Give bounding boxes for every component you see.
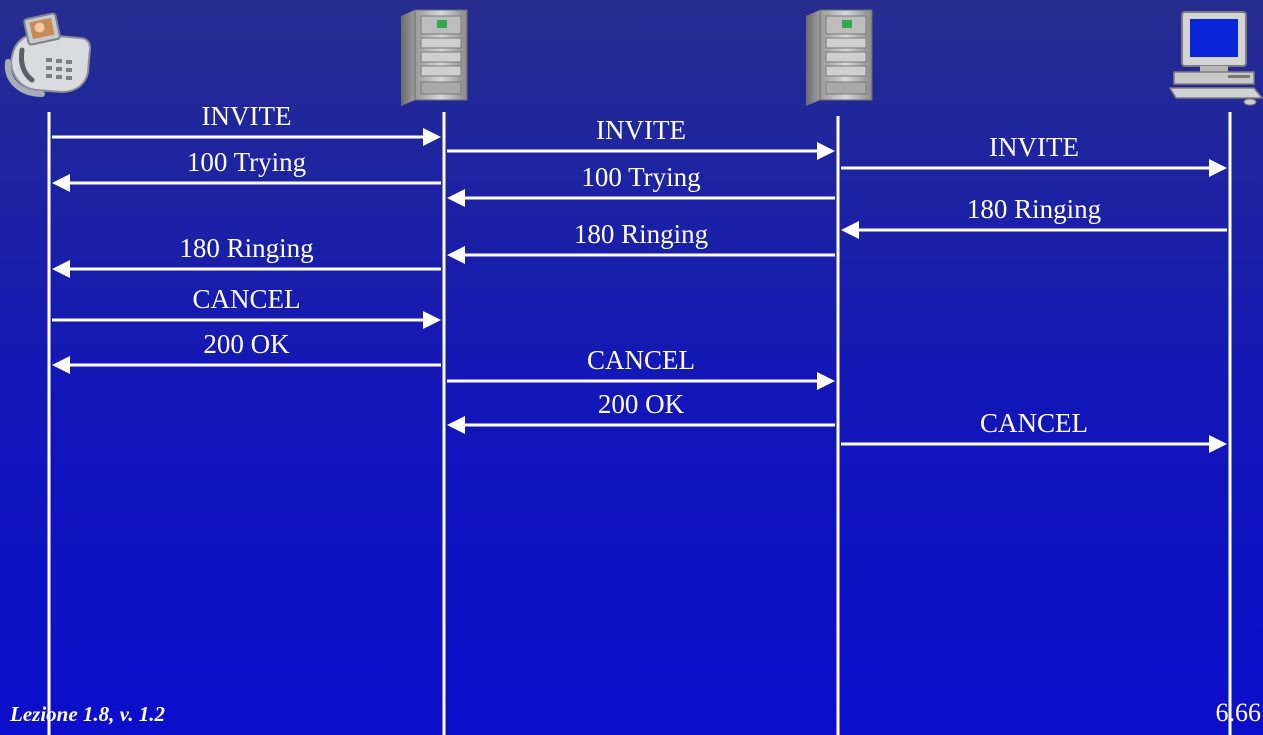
arrow-head: [447, 246, 465, 264]
message-label: INVITE: [202, 101, 292, 131]
message-arrow: CANCEL: [447, 345, 835, 390]
arrow-head: [52, 356, 70, 374]
arrow-head: [52, 174, 70, 192]
message-label: 180 Ringing: [179, 233, 313, 263]
message-arrow: CANCEL: [841, 408, 1227, 453]
arrow-head: [817, 142, 835, 160]
arrow-head: [447, 189, 465, 207]
lifelines: [47, 112, 1232, 735]
proxy-server-icon: [806, 9, 873, 106]
message-arrow: 180 Ringing: [447, 219, 835, 264]
arrow-head: [423, 128, 441, 146]
message-arrow: 200 OK: [52, 329, 441, 374]
video-phone-icon: [4, 12, 92, 97]
message-label: 180 Ringing: [967, 194, 1101, 224]
message-label: 200 OK: [203, 329, 290, 359]
message-label: INVITE: [596, 115, 686, 145]
messages: INVITE 100 Trying INVITE 100 Trying INVITE 18…: [52, 101, 1227, 453]
message-label: 100 Trying: [187, 147, 306, 177]
message-label: CANCEL: [587, 345, 695, 375]
page-number: 6.66: [1215, 698, 1262, 727]
arrow-head: [423, 311, 441, 329]
arrow-head: [52, 260, 70, 278]
message-label: CANCEL: [980, 408, 1088, 438]
message-label: 180 Ringing: [574, 219, 708, 249]
desktop-computer-icon: [1168, 11, 1263, 106]
message-arrow: 100 Trying: [52, 147, 441, 192]
message-label: CANCEL: [193, 284, 301, 314]
message-arrow: 200 OK: [447, 389, 835, 434]
arrow-head: [841, 221, 859, 239]
proxy-server-icon: [401, 9, 468, 106]
message-arrow: INVITE: [447, 115, 835, 160]
message-arrow: 180 Ringing: [52, 233, 441, 278]
message-label: 100 Trying: [581, 162, 700, 192]
arrow-head: [1209, 159, 1227, 177]
message-arrow: INVITE: [841, 132, 1227, 177]
message-arrow: CANCEL: [52, 284, 441, 329]
message-label: INVITE: [989, 132, 1079, 162]
message-arrow: 100 Trying: [447, 162, 835, 207]
lecture-footer: Lezione 1.8, v. 1.2: [10, 702, 165, 726]
arrow-head: [447, 416, 465, 434]
message-arrow: 180 Ringing: [841, 194, 1227, 239]
arrow-head: [1209, 435, 1227, 453]
arrow-head: [817, 372, 835, 390]
message-arrow: INVITE: [52, 101, 441, 146]
message-label: 200 OK: [598, 389, 685, 419]
